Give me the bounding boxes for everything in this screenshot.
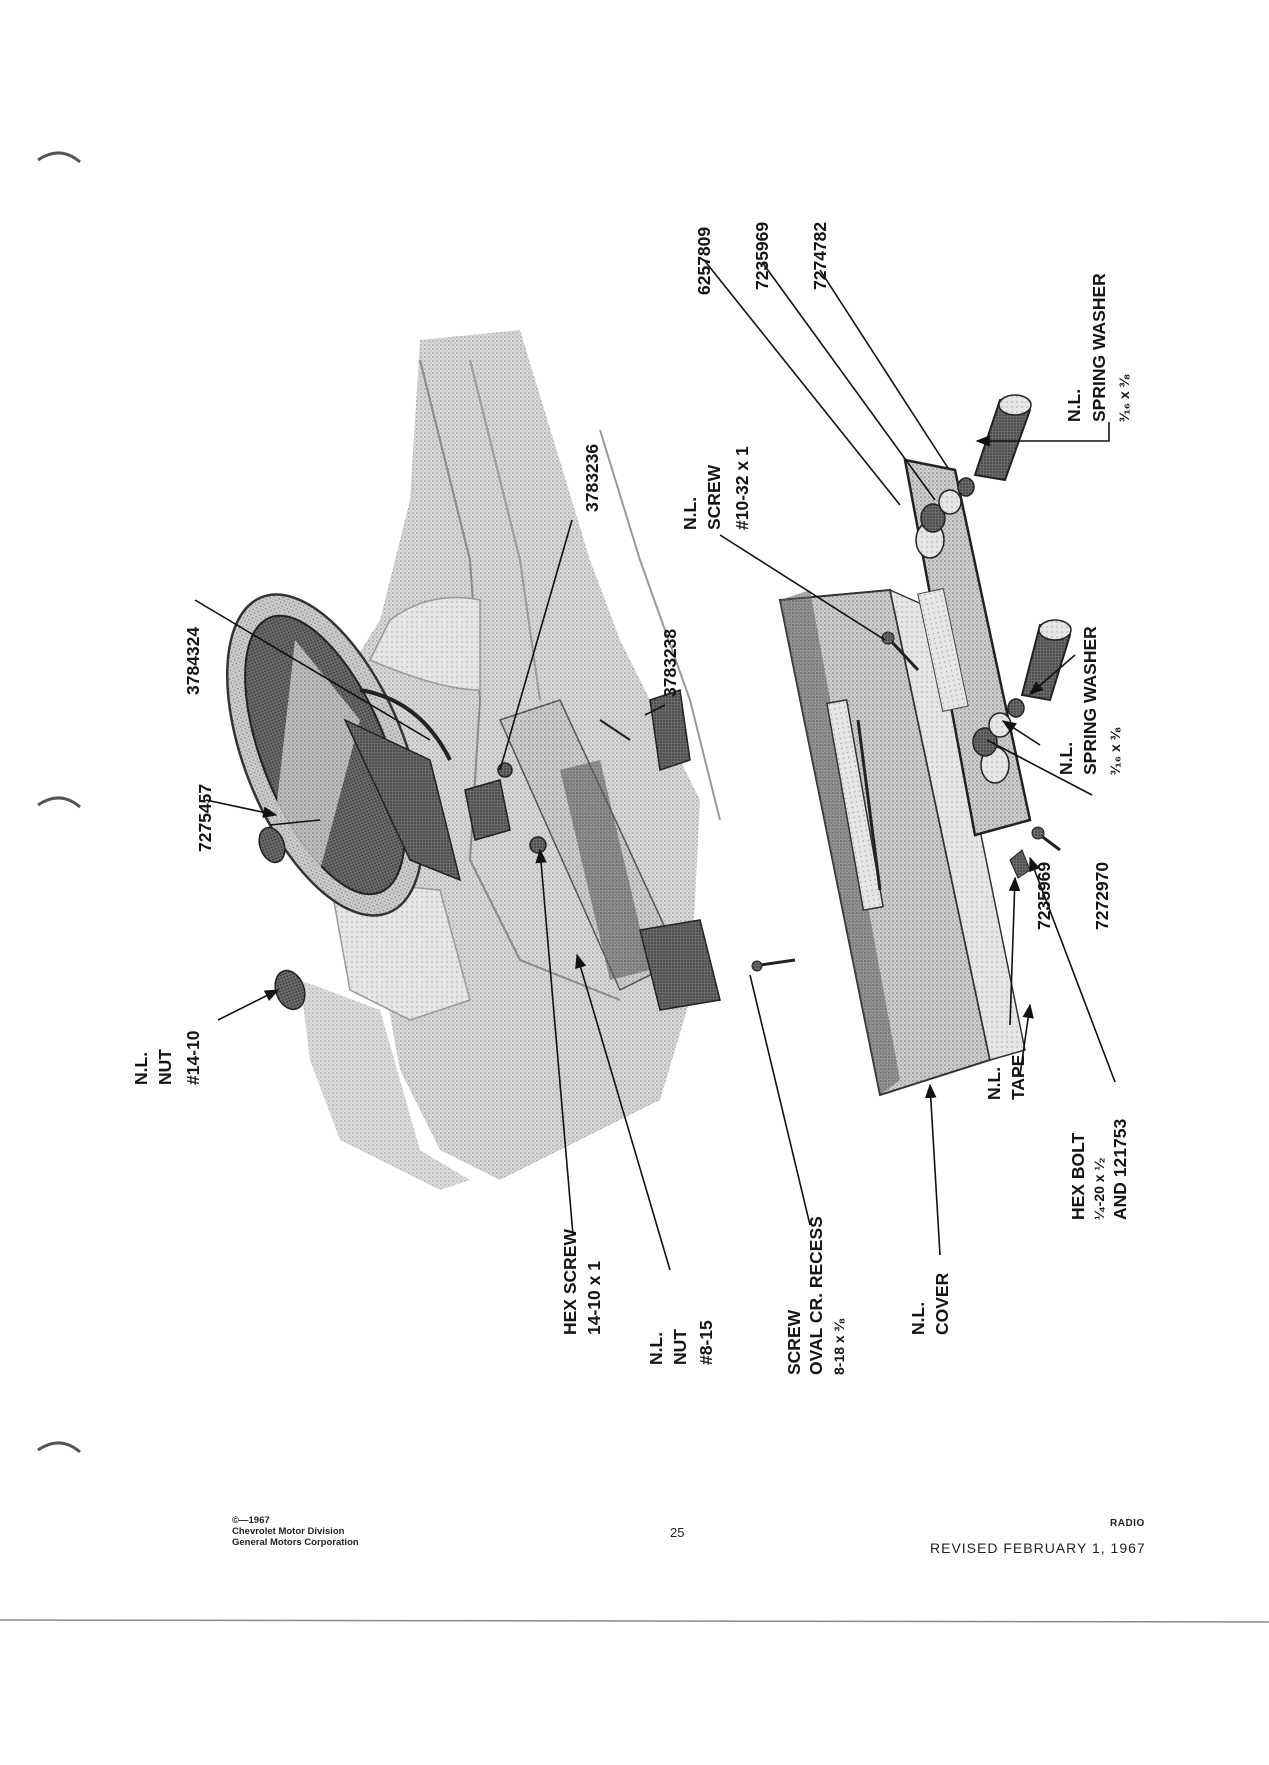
svg-text:#14-10: #14-10: [183, 1030, 203, 1085]
revised-date: REVISED FEBRUARY 1, 1967: [930, 1540, 1146, 1556]
svg-text:N.L.: N.L.: [984, 1067, 1004, 1100]
label-tape: N.L. TAPE: [984, 1055, 1028, 1100]
svg-text:OVAL CR. RECESS: OVAL CR. RECESS: [806, 1216, 826, 1375]
svg-text:HEX SCREW: HEX SCREW: [560, 1229, 580, 1335]
label-hex-screw: HEX SCREW 14-10 x 1: [560, 1229, 604, 1335]
svg-text:NUT: NUT: [670, 1329, 690, 1365]
label-6257809: 6257809: [694, 227, 714, 295]
label-7235969-bottom: 7235969: [1034, 862, 1054, 930]
section-title: RADIO: [1110, 1518, 1145, 1529]
label-hex-bolt: HEX BOLT ¹⁄₄-20 x ¹⁄₂ AND 121753: [1068, 1119, 1130, 1220]
svg-text:HEX BOLT: HEX BOLT: [1068, 1133, 1088, 1220]
svg-text:N.L.: N.L.: [1056, 742, 1076, 775]
svg-text:SCREW: SCREW: [784, 1309, 804, 1375]
speaker-nut-clips: [258, 826, 306, 1011]
svg-text:N.L.: N.L.: [908, 1302, 928, 1335]
part-labels: 7275457 3784324 3783236 3783238 6257809 …: [131, 222, 1132, 1375]
leader-lines: [194, 259, 1116, 1271]
label-spring-washer-top: N.L. SPRING WASHER ³⁄₁₆ x ³⁄₈: [1064, 273, 1132, 422]
svg-text:SCREW: SCREW: [704, 464, 724, 530]
svg-text:8-18 x ³⁄₈: 8-18 x ³⁄₈: [831, 1318, 847, 1375]
label-nut-14-10: N.L. NUT #14-10: [131, 1030, 203, 1085]
copyright-year: ©—1967: [232, 1515, 270, 1526]
svg-text:AND 121753: AND 121753: [1110, 1119, 1130, 1220]
svg-text:14-10 x 1: 14-10 x 1: [584, 1261, 604, 1335]
small-hardware: [751, 631, 1061, 972]
svg-text:COVER: COVER: [932, 1272, 952, 1335]
label-screw-oval-recess: SCREW OVAL CR. RECESS 8-18 x ³⁄₈: [784, 1216, 847, 1375]
svg-text:N.L.: N.L.: [131, 1052, 151, 1085]
label-3784324: 3784324: [183, 627, 203, 695]
corporation-name: General Motors Corporation: [232, 1537, 359, 1548]
label-screw-10-32: N.L. SCREW #10-32 x 1: [680, 446, 752, 530]
label-3783236: 3783236: [582, 444, 602, 512]
binder-hole-top: [37, 151, 81, 164]
svg-text:¹⁄₄-20 x ¹⁄₂: ¹⁄₄-20 x ¹⁄₂: [1091, 1157, 1107, 1220]
label-7235969-top: 7235969: [752, 222, 772, 290]
svg-text:SPRING WASHER: SPRING WASHER: [1089, 273, 1109, 422]
bottom-rule: [0, 1619, 1269, 1623]
label-7272970: 7272970: [1092, 862, 1112, 930]
label-3783238: 3783238: [660, 629, 680, 697]
binder-hole-bottom: [37, 1441, 81, 1454]
label-spring-washer-mid: N.L. SPRING WASHER ³⁄₁₆ x ³⁄₈: [1056, 626, 1123, 775]
page-number: 25: [670, 1525, 685, 1540]
svg-text:N.L.: N.L.: [1064, 389, 1084, 422]
svg-text:NUT: NUT: [155, 1049, 175, 1085]
svg-text:TAPE: TAPE: [1008, 1055, 1028, 1100]
svg-text:N.L.: N.L.: [646, 1332, 666, 1365]
label-cover: N.L. COVER: [908, 1272, 952, 1335]
label-nut-8-15: N.L. NUT #8-15: [646, 1320, 716, 1365]
division-name: Chevrolet Motor Division: [232, 1526, 345, 1537]
svg-text:³⁄₁₆ x ³⁄₈: ³⁄₁₆ x ³⁄₈: [1107, 727, 1123, 775]
svg-text:#8-15: #8-15: [696, 1320, 716, 1365]
label-7274782: 7274782: [810, 222, 830, 290]
svg-text:#10-32 x 1: #10-32 x 1: [732, 446, 752, 530]
label-7275457: 7275457: [195, 784, 215, 852]
svg-text:³⁄₁₆ x ³⁄₈: ³⁄₁₆ x ³⁄₈: [1116, 374, 1132, 422]
copyright-block: ©—1967 Chevrolet Motor Division General …: [232, 1515, 452, 1548]
svg-text:SPRING WASHER: SPRING WASHER: [1080, 626, 1100, 775]
binder-hole-mid: [37, 796, 81, 809]
radio-body: [778, 588, 1026, 1097]
svg-text:N.L.: N.L.: [680, 497, 700, 530]
